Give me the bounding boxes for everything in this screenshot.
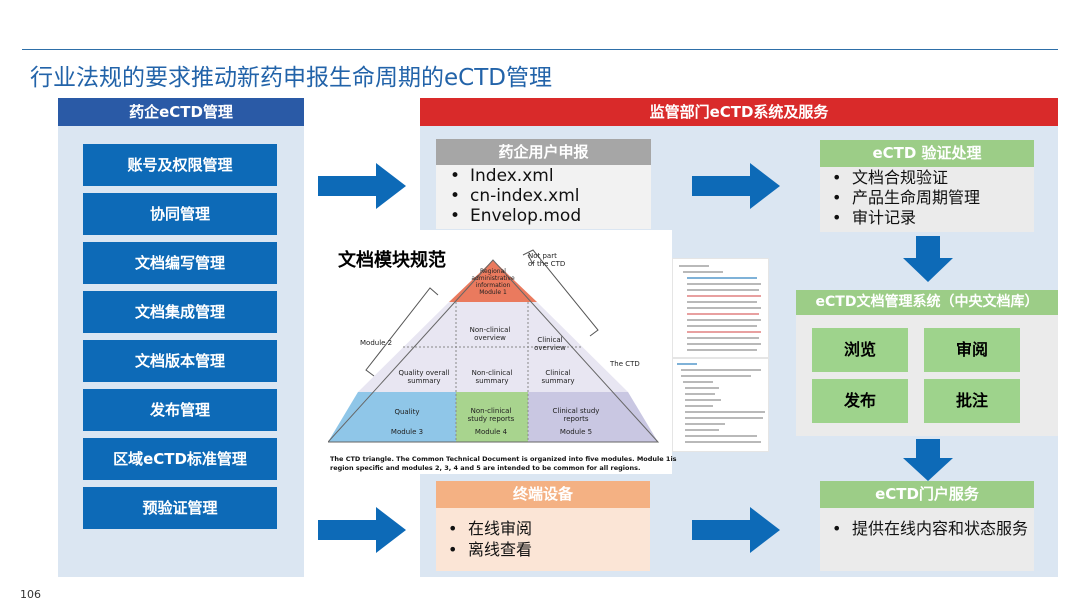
module3-label: Module 3: [390, 428, 424, 436]
nonclinical-overview-label: Non-clinical overview: [460, 326, 520, 342]
not-part-label: Not part of the CTD: [528, 252, 565, 268]
arrow-right-icon: [692, 507, 780, 553]
terminal-header: 终端设备: [436, 481, 650, 508]
module4-block: [456, 392, 528, 442]
module5-block: [528, 392, 658, 442]
module-tree-thumbnail: [672, 358, 769, 452]
nonclinical-summary-label: Non-clinical summary: [462, 369, 522, 385]
doc-authoring-button[interactable]: 文档编写管理: [83, 242, 277, 284]
list-item: cn-index.xml: [444, 186, 581, 206]
publish-button[interactable]: 发布管理: [83, 389, 277, 431]
module4-label: Module 4: [474, 428, 508, 436]
arrow-right-icon: [318, 507, 406, 553]
caption-line: The CTD triangle. The Common Technical D…: [330, 455, 677, 463]
list-item: 离线查看: [442, 539, 532, 560]
label-line: Non-clinical: [471, 369, 513, 377]
label-line: summary: [475, 377, 509, 385]
account-permission-button[interactable]: 账号及权限管理: [83, 144, 277, 186]
quality-label: Quality: [394, 408, 420, 416]
label-line: information: [475, 282, 511, 289]
label-line: overview: [474, 334, 506, 342]
label-line: Clinical: [545, 369, 571, 377]
clinical-reports-label: Clinical study reports: [544, 407, 608, 423]
module-tree-thumbnail: [672, 258, 769, 358]
label-line: Regional: [480, 268, 506, 275]
publish-doc-button[interactable]: 发布: [812, 379, 908, 423]
nonclinical-reports-label: Non-clinical study reports: [458, 407, 524, 423]
validation-list: 文档合规验证 产品生命周期管理 审计记录: [826, 168, 980, 228]
label-line: Module 1: [479, 289, 507, 296]
portal-header: eCTD门户服务: [820, 481, 1034, 508]
list-item: 审计记录: [826, 208, 980, 228]
label-line: study reports: [467, 415, 515, 423]
module2-label: Module 2: [360, 339, 393, 347]
page-number: 106: [20, 588, 41, 601]
portal-list: 提供在线内容和状态服务: [826, 518, 1032, 539]
label-line: overview: [534, 344, 566, 352]
quality-summary-label: Quality overall summary: [392, 369, 456, 385]
arrow-right-icon: [692, 163, 780, 209]
arrow-right-icon: [318, 163, 406, 209]
list-item: 在线审阅: [442, 518, 532, 539]
ctd-bracket: [522, 249, 599, 337]
label-line: summary: [407, 377, 441, 385]
label-line: Clinical: [537, 336, 563, 344]
module2-bracket: [365, 287, 439, 377]
list-item: Envelop.mod: [444, 206, 581, 226]
doc-version-button[interactable]: 文档版本管理: [83, 340, 277, 382]
list-item: Index.xml: [444, 166, 581, 186]
arrow-down-icon: [903, 236, 953, 282]
submission-header: 药企用户申报: [436, 139, 651, 165]
left-panel-header: 药企eCTD管理: [58, 98, 304, 126]
label-line: administrative: [471, 275, 515, 282]
browse-button[interactable]: 浏览: [812, 328, 908, 372]
label-line: Non-clinical: [469, 326, 511, 334]
regional-standard-button[interactable]: 区域eCTD标准管理: [83, 438, 277, 480]
review-button[interactable]: 审阅: [924, 328, 1020, 372]
clinical-overview-label: Clinical overview: [530, 336, 570, 352]
module3-block: [328, 392, 456, 442]
right-panel-header: 监管部门eCTD系统及服务: [420, 98, 1058, 126]
label-line: Clinical study: [552, 407, 600, 415]
label-line: Non-clinical: [470, 407, 512, 415]
list-item: 提供在线内容和状态服务: [826, 518, 1032, 539]
ctd-caption: The CTD triangle. The Common Technical D…: [330, 455, 677, 473]
ctd-label: The CTD: [610, 360, 640, 368]
label-line: reports: [563, 415, 589, 423]
annotate-button[interactable]: 批注: [924, 379, 1020, 423]
collaboration-button[interactable]: 协同管理: [83, 193, 277, 235]
doc-integration-button[interactable]: 文档集成管理: [83, 291, 277, 333]
ctd-triangle-diagram: [328, 249, 660, 443]
arrow-down-icon: [903, 439, 953, 481]
label-line: of the CTD: [528, 260, 566, 268]
list-item: 文档合规验证: [826, 168, 980, 188]
top-rule: [22, 49, 1058, 50]
clinical-summary-label: Clinical summary: [536, 369, 580, 385]
submission-list: Index.xml cn-index.xml Envelop.mod: [444, 166, 581, 226]
caption-line: region specific and modules 2, 3, 4 and …: [330, 464, 641, 472]
module1-block: [449, 260, 537, 302]
terminal-list: 在线审阅 离线查看: [442, 518, 532, 560]
page-title: 行业法规的要求推动新药申报生命周期的eCTD管理: [30, 65, 552, 91]
label-line: summary: [541, 377, 575, 385]
prevalidation-button[interactable]: 预验证管理: [83, 487, 277, 529]
module-spec-title: 文档模块规范: [338, 250, 446, 271]
label-line: Not part: [528, 252, 557, 260]
list-item: 产品生命周期管理: [826, 188, 980, 208]
module5-label: Module 5: [559, 428, 593, 436]
validation-header: eCTD 验证处理: [820, 140, 1034, 167]
module1-label: Regional administrative information Modu…: [463, 268, 523, 296]
label-line: Quality overall: [398, 369, 450, 377]
central-repo-header: eCTD文档管理系统（中央文档库）: [796, 290, 1058, 315]
